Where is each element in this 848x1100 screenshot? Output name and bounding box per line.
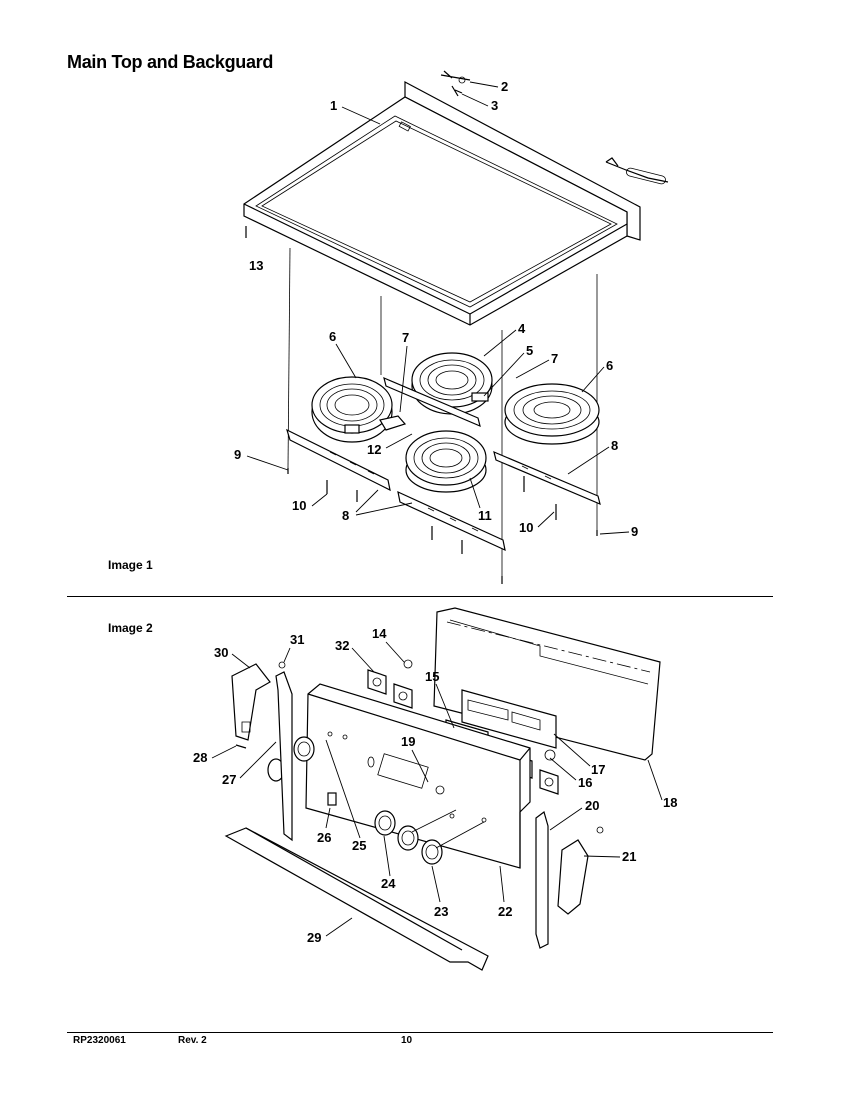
image-2-label: Image 2 [108,621,153,635]
element-bracket-left [286,428,391,492]
callout-15: 15 [425,669,439,684]
callout-14: 14 [372,626,387,641]
callout-6b: 6 [606,358,613,373]
callout-4: 4 [518,321,526,336]
element-bracket-front [397,490,506,552]
terminal-block [379,415,407,431]
callout-5: 5 [526,343,533,358]
section-divider [67,596,773,597]
callout-7: 7 [402,330,409,345]
callout-3: 3 [491,98,498,113]
callout-30: 30 [214,645,228,660]
callout-17: 17 [591,762,605,777]
callout-27: 27 [222,772,236,787]
surface-element-center-front [405,430,487,493]
backguard-screw [440,70,471,97]
element-bracket-rear [383,376,481,428]
callout-26: 26 [317,830,331,845]
callout-10b: 10 [519,520,533,535]
footer-revision: Rev. 2 [178,1035,207,1046]
surface-element-right [504,383,600,445]
callout-13: 13 [249,258,263,273]
callout-9b: 9 [631,524,638,539]
top-clip [605,157,669,185]
callouts-image-2: 30 31 32 14 15 19 28 27 25 26 24 23 22 1… [193,626,677,945]
backguard-rear-cover [433,607,661,761]
image-1-label: Image 1 [108,558,153,572]
element-bracket-right [493,450,601,506]
callout-21: 21 [622,849,636,864]
callouts-image-1: 1 2 3 13 6 7 4 5 7 6 12 8 9 10 8 11 10 9 [234,79,638,539]
front-trim [224,827,489,971]
callout-8b: 8 [342,508,349,523]
left-end-cap [231,661,293,842]
page-title: Main Top and Backguard [67,52,274,72]
callout-11: 11 [478,508,492,523]
right-end-cap [535,810,604,949]
surface-element-left-rear [411,352,493,415]
callout-19: 19 [401,734,415,749]
callout-7b: 7 [551,351,558,366]
callout-20: 20 [585,798,599,813]
footer-divider [67,1032,773,1033]
callout-25: 25 [352,838,366,853]
callout-23: 23 [434,904,448,919]
callout-8: 8 [611,438,618,453]
callout-32: 32 [335,638,349,653]
control-panel [305,683,531,869]
callout-29: 29 [307,930,321,945]
callout-6: 6 [329,329,336,344]
callout-2: 2 [501,79,508,94]
screws [245,226,598,584]
control-knobs [267,736,443,865]
surface-element-left-front [311,376,393,443]
callout-9: 9 [234,447,241,462]
footer-doc-id: RP2320061 [73,1035,126,1046]
callout-28: 28 [193,750,207,765]
callout-1: 1 [330,98,337,113]
callout-22: 22 [498,904,512,919]
callout-12: 12 [367,442,381,457]
callout-16: 16 [578,775,592,790]
callout-18: 18 [663,795,677,810]
callout-24: 24 [381,876,396,891]
callout-31: 31 [290,632,304,647]
main-top-assembly [243,81,641,326]
footer-page-number: 10 [401,1035,413,1046]
callout-10: 10 [292,498,306,513]
